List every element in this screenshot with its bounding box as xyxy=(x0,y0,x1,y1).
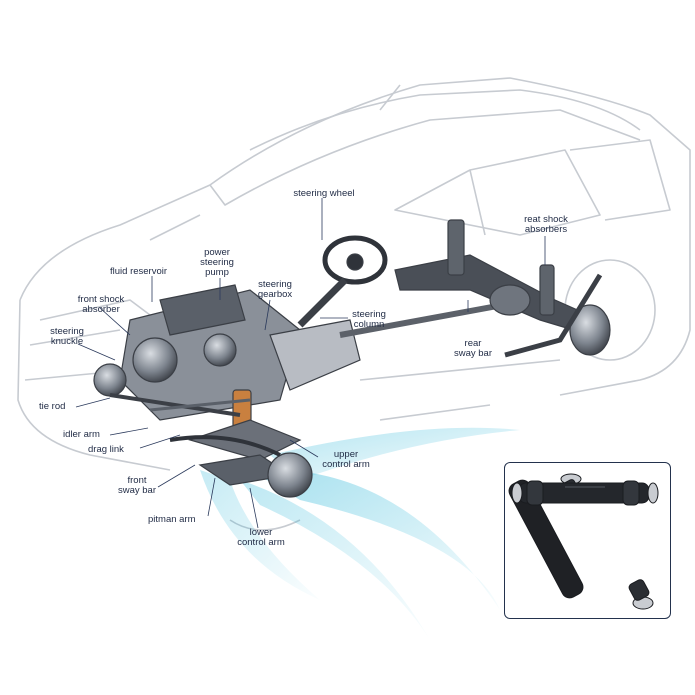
label-power-steering-pump: power steering pump xyxy=(200,247,234,278)
label-tie-rod: tie rod xyxy=(39,401,66,412)
label-rear-shock-absorbers: reat shock absorbers xyxy=(524,214,568,235)
chassis xyxy=(93,219,611,498)
label-idler-arm: idler arm xyxy=(63,429,100,440)
label-rear-sway-bar: rear sway bar xyxy=(453,338,492,359)
sway-bar-link-illustration xyxy=(508,473,659,610)
label-front-sway-bar: front sway bar xyxy=(117,475,156,496)
label-upper-control-arm: upper control arm xyxy=(322,449,370,470)
label-drag-link: drag link xyxy=(88,444,124,455)
label-steering-gearbox: steering gearbox xyxy=(257,279,293,300)
label-steering-wheel: steering wheel xyxy=(293,188,355,199)
label-steering-column: steering column xyxy=(352,309,386,330)
label-pitman-arm: pitman arm xyxy=(148,514,196,525)
label-fluid-reservoir: fluid reservoir xyxy=(110,266,168,277)
sway-bar-link-inset xyxy=(504,462,671,619)
label-front-shock-absorber: front shock absorber xyxy=(77,294,125,315)
label-lower-control-arm: lower control arm xyxy=(237,527,285,548)
leader-lines xyxy=(75,198,546,529)
label-steering-knuckle: steering knuckle xyxy=(50,326,84,347)
